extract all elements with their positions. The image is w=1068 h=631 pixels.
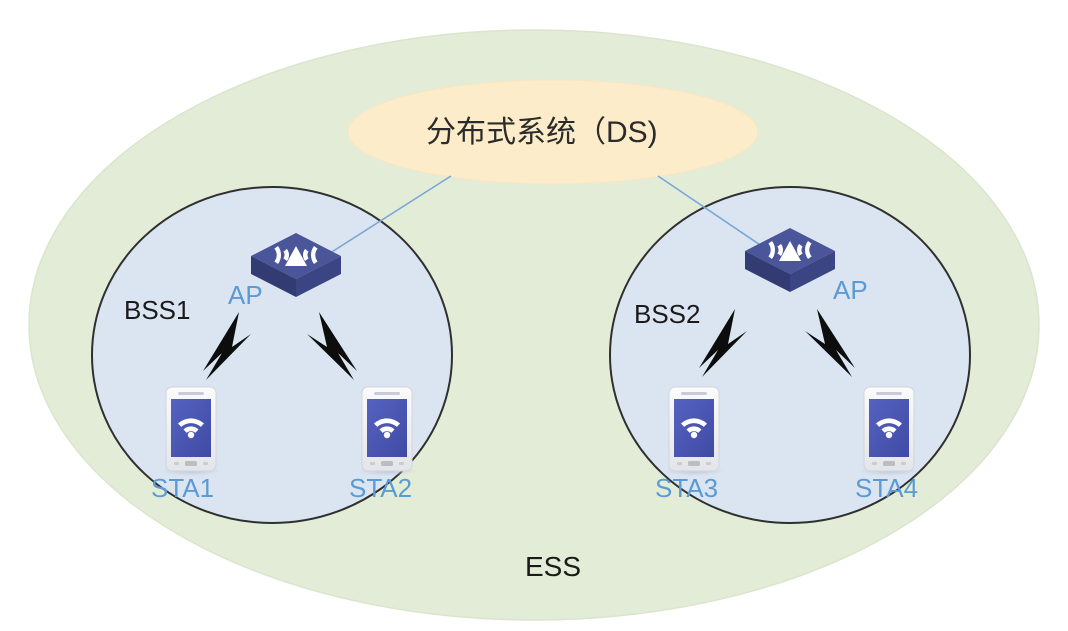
sta1-label: STA1 [151, 473, 215, 503]
ess-label: ESS [525, 551, 582, 582]
sta3-label: STA3 [655, 473, 719, 503]
bolt-ap1-sta1 [203, 312, 251, 380]
bolt-ap2-sta3 [699, 309, 747, 377]
bss2-label: BSS2 [634, 299, 701, 329]
ap1-icon [251, 233, 341, 297]
ds-label: 分布式系统（DS) [426, 116, 658, 149]
ap2-label: AP [833, 275, 868, 305]
sta2-label: STA2 [349, 473, 413, 503]
ds-to-ap1-link [315, 175, 452, 263]
sta4-label: STA4 [855, 473, 919, 503]
bss1-label: BSS1 [124, 295, 191, 325]
ds-to-ap2-link [657, 175, 779, 258]
sta1-phone-icon [161, 386, 221, 476]
sta2-phone-icon [357, 386, 417, 476]
ds-ellipse [347, 79, 759, 185]
sta4-phone-icon [859, 386, 919, 476]
ap2-icon [745, 228, 835, 292]
bolt-ap2-sta4 [805, 309, 855, 377]
bolt-ap1-sta2 [307, 312, 357, 380]
sta3-phone-icon [664, 386, 724, 476]
ap1-label: AP [228, 280, 263, 310]
